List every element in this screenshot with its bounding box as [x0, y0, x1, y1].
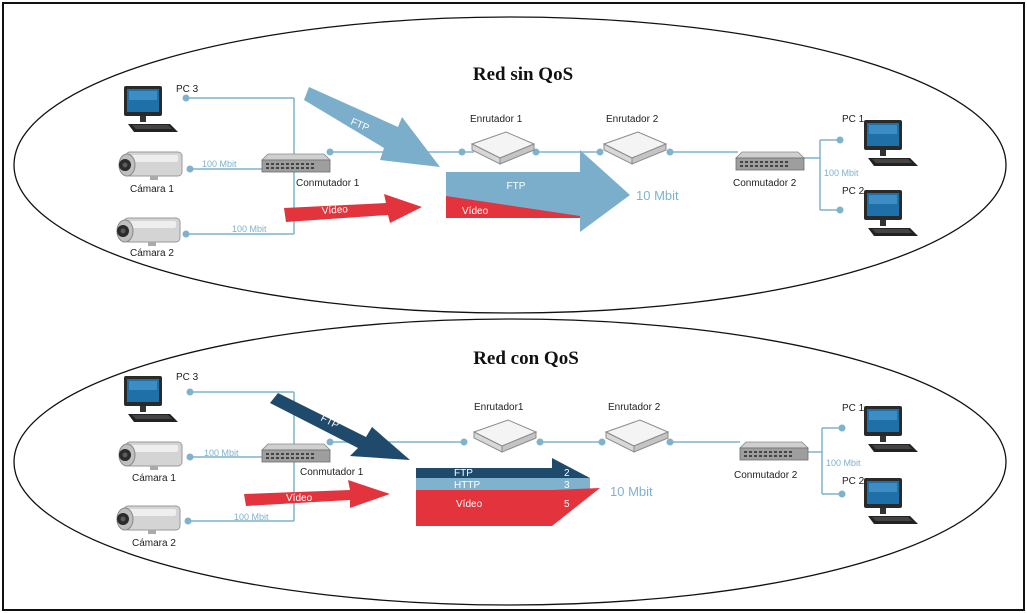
ftp-incoming-arrow	[270, 393, 410, 460]
video-incoming-label: Vídeo	[321, 204, 348, 217]
video-incoming-arrow	[284, 194, 422, 223]
ip-camera-icon	[116, 217, 181, 247]
section-title: Red con QoS	[473, 348, 579, 369]
pc3-label: PC 3	[176, 84, 199, 95]
network-boundary-ellipse	[13, 16, 1007, 314]
enrutador2-label: Enrutador 2	[608, 402, 661, 413]
enrutador2-label: Enrutador 2	[606, 114, 659, 125]
pc2-label: PC 2	[842, 186, 865, 197]
link-speed-pcs: 100 Mbit	[824, 168, 859, 178]
link-speed-cam2: 100 Mbit	[232, 224, 267, 234]
camara1-label: Cámara 1	[132, 473, 176, 484]
link-speed-pcs: 100 Mbit	[826, 458, 861, 468]
video-priority-value: 5	[564, 499, 570, 510]
ftp-outgoing-label: FTP	[507, 181, 526, 192]
ip-camera-icon	[118, 441, 183, 471]
enrutador1-label: Enrutador 1	[470, 114, 523, 125]
network-switch-icon	[261, 153, 331, 173]
ftp-outgoing-label: FTP	[454, 468, 473, 479]
http-outgoing-label: HTTP	[454, 480, 480, 491]
video-incoming-arrow	[244, 480, 390, 508]
http-priority-value: 3	[564, 480, 570, 491]
ftp-priority-value: 2	[564, 468, 570, 479]
conmutador1-label: Conmutador 1	[300, 467, 364, 478]
network-switch-icon	[739, 441, 809, 461]
bandwidth-label: 10 Mbit	[636, 188, 679, 203]
camara2-label: Cámara 2	[130, 248, 174, 259]
video-outgoing-label: Vídeo	[456, 499, 483, 510]
video-incoming-label: Vídeo	[286, 493, 313, 504]
ip-camera-icon	[116, 505, 181, 535]
pc3-label: PC 3	[176, 372, 199, 383]
section-with-qos: Red con QoS FTP Vídeo	[13, 318, 1007, 606]
conmutador1-label: Conmutador 1	[296, 178, 360, 189]
camara2-label: Cámara 2	[132, 538, 176, 549]
network-switch-icon	[735, 151, 805, 171]
link-speed-cam2: 100 Mbit	[234, 512, 269, 522]
pc1-label: PC 1	[842, 114, 865, 125]
video-arrow-tip	[552, 488, 600, 526]
ftp-outgoing-arrow	[416, 458, 590, 478]
enrutador1-label: Enrutador1	[474, 402, 524, 413]
link-nodes	[182, 94, 844, 238]
video-outgoing-label: Vídeo	[462, 206, 489, 217]
pc1-label: PC 1	[842, 403, 865, 414]
section-title: Red sin QoS	[473, 64, 573, 85]
network-switch-icon	[261, 443, 331, 463]
network-boundary-ellipse	[13, 318, 1007, 606]
camara1-label: Cámara 1	[130, 184, 174, 195]
video-outgoing-wedge	[446, 196, 580, 218]
link-speed-cam1: 100 Mbit	[204, 448, 239, 458]
bandwidth-label: 10 Mbit	[610, 484, 653, 499]
video-outgoing-arrow	[416, 490, 590, 526]
pc2-label: PC 2	[842, 476, 865, 487]
link-nodes	[184, 388, 846, 525]
ftp-incoming-arrow	[304, 87, 440, 167]
section-without-qos: Red sin QoS FTP Vídeo F	[13, 16, 1007, 314]
link-speed-cam1: 100 Mbit	[202, 159, 237, 169]
ip-camera-icon	[118, 151, 183, 181]
conmutador2-label: Conmutador 2	[734, 470, 798, 481]
conmutador2-label: Conmutador 2	[733, 178, 797, 189]
http-outgoing-band	[416, 478, 590, 490]
